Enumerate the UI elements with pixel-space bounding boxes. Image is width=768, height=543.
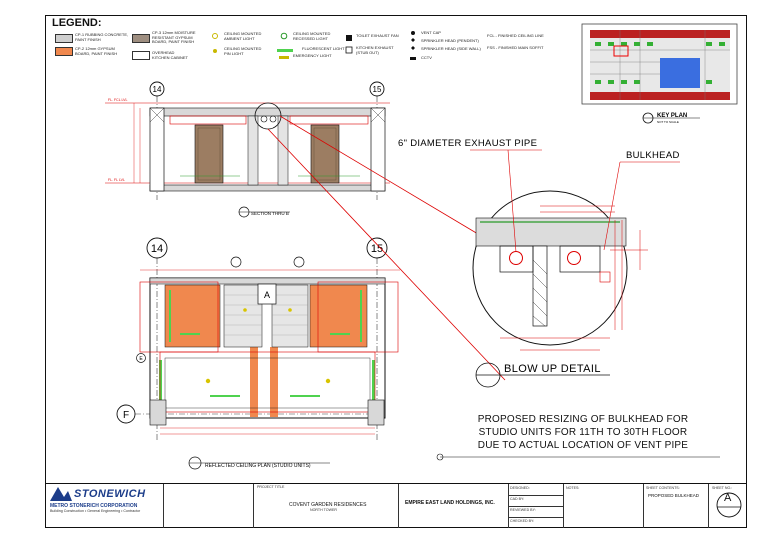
legend-swatch-cp1 [55, 34, 73, 43]
legend-label-kitchen-exhaust: KITCHEN EXHAUST (STUB OUT) [356, 45, 394, 55]
grid-bubble-f: F [123, 410, 129, 421]
legend-swatch-cp2 [55, 47, 73, 56]
sheet-contents-label: SHEET CONTENTS: [646, 486, 680, 490]
key-plan: KEY PLAN NOT TO SCALE [581, 23, 738, 124]
company-name: METRO STONERICH CORPORATION [50, 503, 138, 509]
key-plan-title: KEY PLAN [657, 113, 687, 119]
project-title-label: PROJECT TITLE [257, 485, 285, 489]
key-plan-scale: NOT TO SCALE [657, 120, 679, 124]
legend-label-sprinkler-side: SPRINKLER HEAD (SIDE WALL) [421, 46, 481, 51]
sheet-contents: PROPOSED BULKHEAD [648, 493, 700, 498]
legend-label-fluorescent: FLUORESCENT LIGHT [302, 46, 345, 51]
sheet-number: A [724, 492, 732, 504]
blow-up-detail: 6" DIAMETER EXHAUST PIPE BULKHEAD BLOW U… [398, 138, 680, 388]
company-logo-text: STONEWICH [74, 488, 146, 500]
section-title: SECTION THRU B [251, 211, 289, 216]
legend-label-cp1: CP-1 RUBBING CONCRETE, PAINT FINISH [75, 32, 129, 42]
legend-label-sprinkler-pendent: SPRINKLER HEAD (PENDENT) [421, 38, 479, 43]
grid-bubble-e: E [139, 356, 143, 362]
level-label-fl: FL. FL LVL [108, 178, 125, 182]
legend-label-toilet-fan: TOILET EXHAUST FAN [356, 33, 399, 38]
legend-label-fss: FSS - FINISHED MAIN SOFFIT [487, 45, 544, 50]
legend-label-fcl: FCL - FINISHED CEILING LINE [487, 33, 544, 38]
grid-bubble-15: 15 [371, 243, 383, 255]
note-line-3: DUE TO ACTUAL LOCATION OF VENT PIPE [477, 440, 689, 451]
legend-label-emergency: EMERGENCY LIGHT [293, 53, 332, 58]
legend-label-recessed: CEILING MOUNTED RECESSED LIGHT [293, 31, 331, 41]
project-title: COVENT GARDEN RESIDENCES [289, 502, 367, 508]
company-logo-icon [50, 487, 72, 501]
ceiling-plan: 14 15 F E A [116, 237, 400, 470]
sheet-number-bubble [716, 492, 742, 518]
section-elevation: 14 15 FL. FCL LVL FL. FL LVL [105, 81, 390, 218]
drawn-label: CAD BY: [510, 497, 525, 501]
checked-label: CHECKED BY: [510, 519, 535, 523]
legend-label-cp3: CP-3 12mm MOISTURE RESISTANT GYPSUM BOAR… [152, 30, 196, 45]
note-marker [436, 453, 444, 461]
client-name: EMPIRE EAST LAND HOLDINGS, INC. [405, 500, 495, 506]
legend-label-cctv: CCTV [421, 55, 432, 60]
legend-label-vent-cap: VENT CAP [421, 30, 441, 35]
grid-bubble-14-top: 14 [153, 85, 162, 94]
note-line-1: PROPOSED RESIZING OF BULKHEAD FOR [477, 414, 689, 425]
detail-leader-lines [267, 115, 506, 381]
title-block [45, 483, 747, 528]
designed-label: DESIGNED: [510, 486, 530, 490]
legend-label-ambient: CEILING MOUNTED AMBIENT LIGHT [224, 31, 262, 41]
project-subtitle: NORTH TOWER [310, 508, 337, 512]
revision-note: PROPOSED RESIZING OF BULKHEAD FOR STUDIO… [448, 413, 718, 452]
sheet-no-label: SHEET NO.: [712, 486, 733, 490]
legend-label-cp2: CP-2 12mm GYPSUM BOARD, PAINT FINISH [75, 46, 118, 56]
grid-bubble-a-plan: A [264, 290, 270, 300]
blowup-title: BLOW UP DETAIL [504, 363, 601, 375]
legend-label-cabinet: OVERHEAD KITCHEN CABINET [152, 50, 189, 60]
plan-title: REFLECTED CEILING PLAN (STUDIO UNITS) [205, 463, 311, 469]
callout-bulkhead: BULKHEAD [626, 150, 680, 161]
company-tagline: Building Construction • General Engineer… [50, 509, 141, 513]
reviewed-label: REVIEWED BY: [510, 508, 536, 512]
grid-bubble-15-top: 15 [373, 85, 382, 94]
callout-exhaust-pipe: 6" DIAMETER EXHAUST PIPE [398, 138, 537, 149]
legend-swatch-cabinet [132, 51, 150, 60]
notes-label: NOTES: [566, 486, 580, 490]
legend-title: LEGEND: [52, 17, 102, 29]
legend-label-pin: CEILING MOUNTED PIN LIGHT [224, 46, 262, 56]
note-line-2: STUDIO UNITS FOR 11TH TO 30TH FLOOR [478, 427, 688, 438]
legend-swatch-cp3 [132, 34, 150, 43]
level-label-fcl: FL. FCL LVL [108, 98, 128, 102]
grid-bubble-14: 14 [151, 243, 163, 255]
legend-symbols [212, 31, 416, 60]
